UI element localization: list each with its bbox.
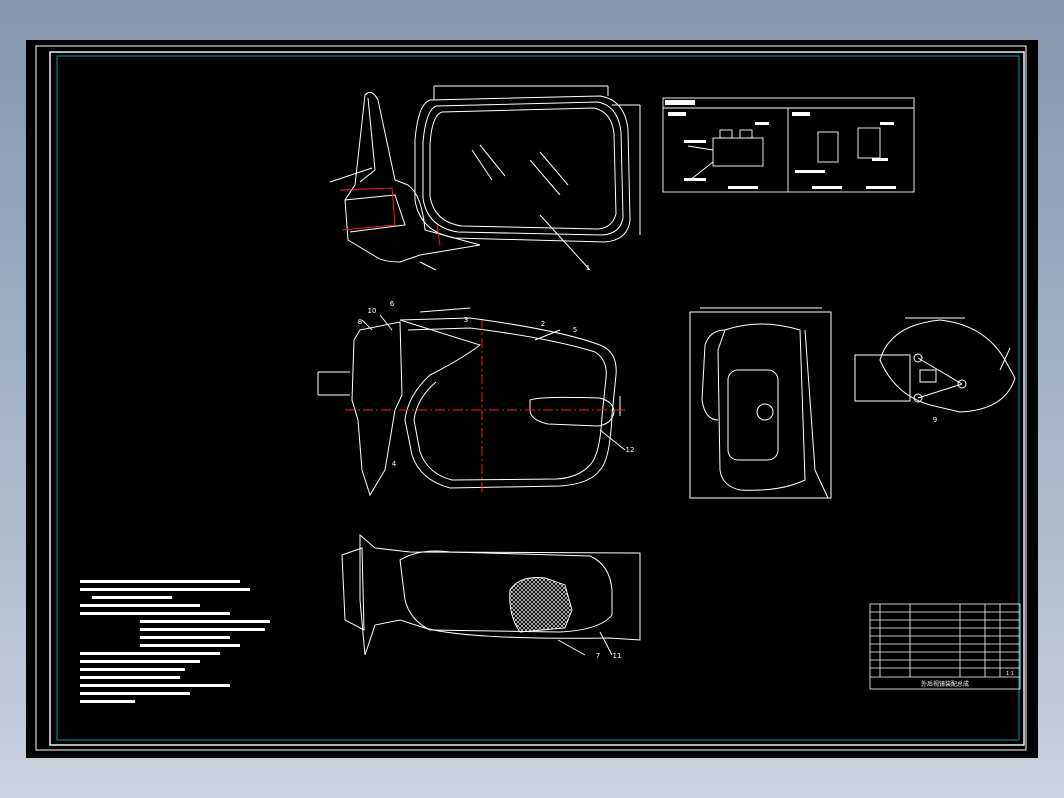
label-9: 9 bbox=[933, 416, 937, 424]
label-10: 10 bbox=[368, 307, 377, 315]
label-8: 8 bbox=[358, 318, 362, 326]
section-hatch bbox=[509, 577, 573, 633]
label-6: 6 bbox=[390, 300, 395, 308]
label-1: 1 bbox=[586, 264, 590, 272]
label-11: 11 bbox=[613, 652, 622, 660]
title-block-title: 外后视镜装配总成 bbox=[921, 680, 969, 688]
label-7: 7 bbox=[596, 652, 600, 660]
mirror-front-centerlines bbox=[339, 187, 441, 246]
connector-detail-text bbox=[665, 100, 896, 189]
label-5: 5 bbox=[573, 326, 577, 334]
mirror-section-view bbox=[341, 533, 641, 656]
outer-border bbox=[35, 45, 1027, 751]
label-2: 2 bbox=[541, 320, 545, 328]
label-4: 4 bbox=[392, 460, 397, 468]
drawing-frame bbox=[49, 51, 1025, 746]
label-3: 3 bbox=[464, 316, 468, 324]
connector-detail-box bbox=[662, 97, 915, 193]
mirror-side-centerlines bbox=[345, 320, 625, 495]
technical-notes bbox=[80, 580, 270, 703]
mirror-front-view bbox=[329, 85, 641, 271]
mounting-detail-view bbox=[854, 317, 1016, 413]
inner-frame bbox=[56, 55, 1020, 741]
label-12: 12 bbox=[626, 446, 635, 454]
title-block bbox=[869, 603, 1021, 690]
mirror-side-view bbox=[317, 307, 626, 497]
view-labels: 1 2 3 4 5 6 7 8 9 10 11 12 bbox=[358, 264, 937, 660]
mirror-rear-view bbox=[689, 307, 832, 499]
title-block-scale: 1:1 bbox=[1006, 671, 1014, 677]
